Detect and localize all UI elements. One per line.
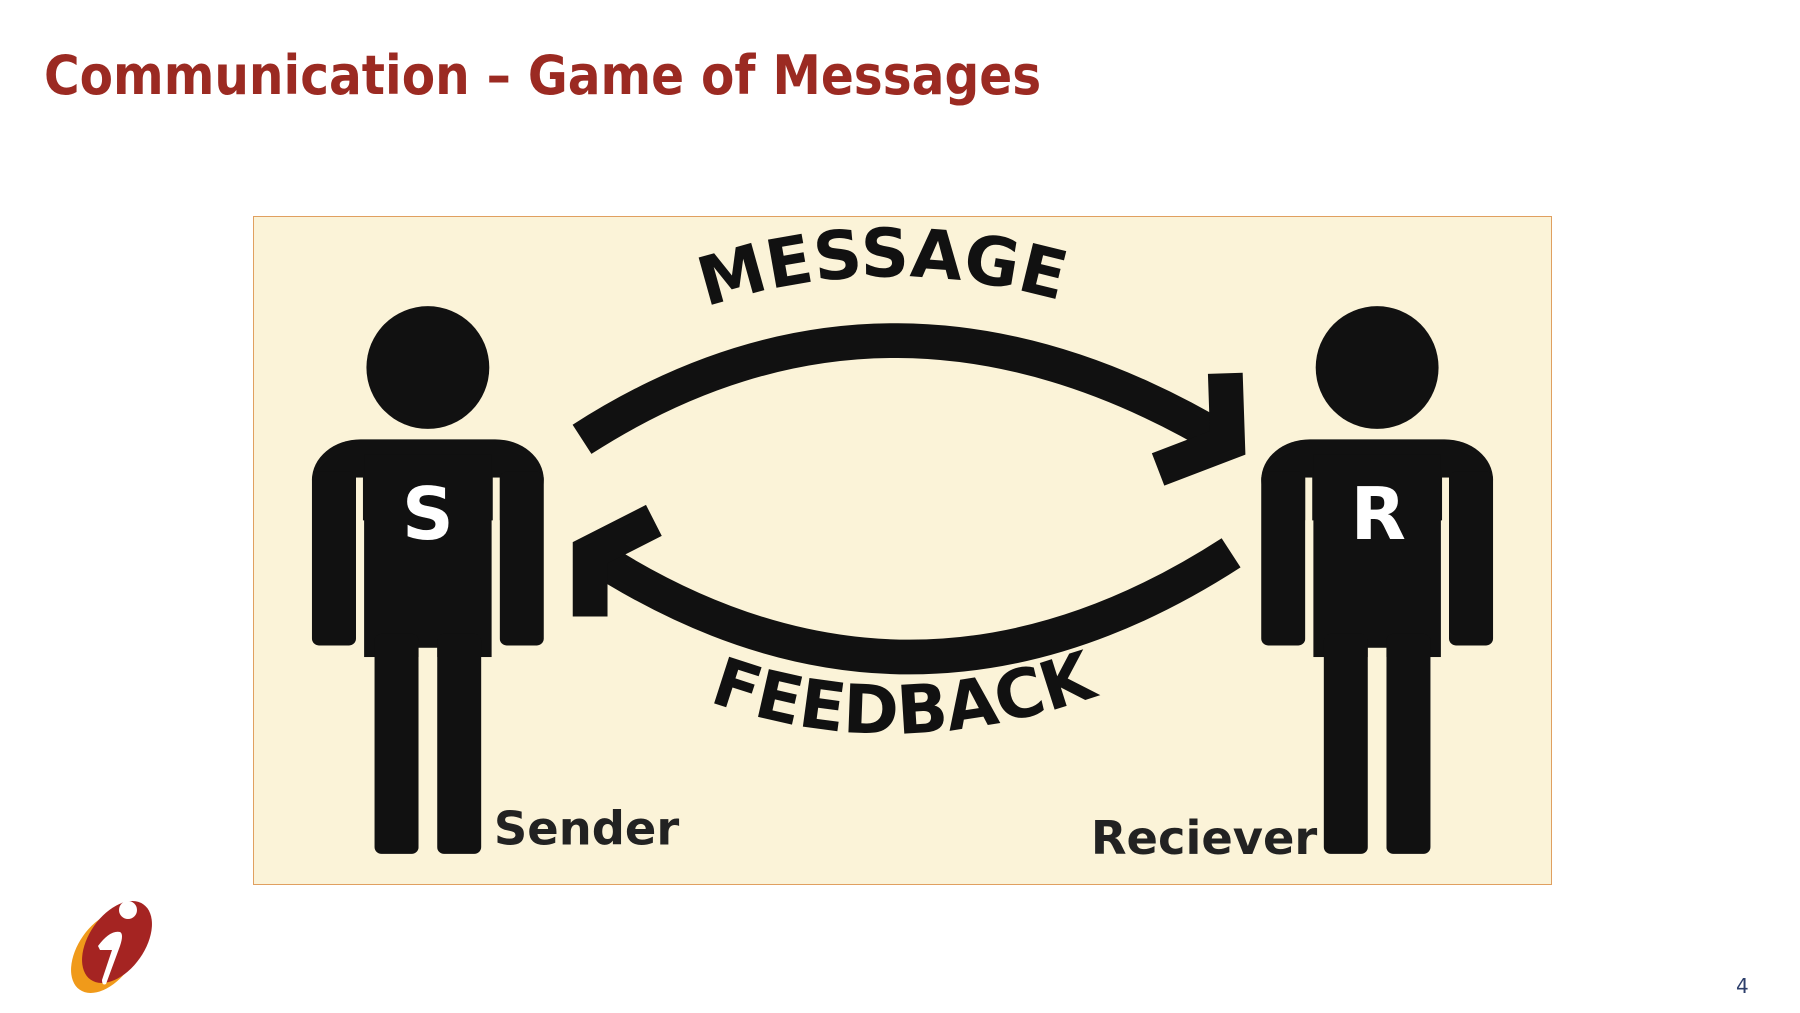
receiver-head (1315, 306, 1439, 429)
slide-title: Communication – Game of Messages (44, 44, 1042, 107)
brand-logo-icon (71, 901, 152, 993)
feedback-arrow (572, 504, 1241, 675)
message-label-text: MESSAGE (689, 217, 1075, 322)
receiver-letter: R (1351, 472, 1406, 556)
diagram-canvas: S R MESSAGE FEEDBACK Sender (311, 217, 1494, 865)
message-arrow (572, 323, 1246, 486)
sender-letter: S (402, 472, 454, 556)
brand-logo (62, 890, 162, 998)
page-number: 4 (1736, 974, 1749, 998)
sender-label: Sender (494, 802, 679, 856)
sender-figure (311, 306, 544, 857)
receiver-label: Reciever (1091, 811, 1318, 865)
communication-diagram: S R MESSAGE FEEDBACK Sender (253, 216, 1552, 885)
sender-head (366, 306, 490, 429)
message-label: MESSAGE (689, 217, 1075, 322)
receiver-figure (1261, 306, 1494, 857)
